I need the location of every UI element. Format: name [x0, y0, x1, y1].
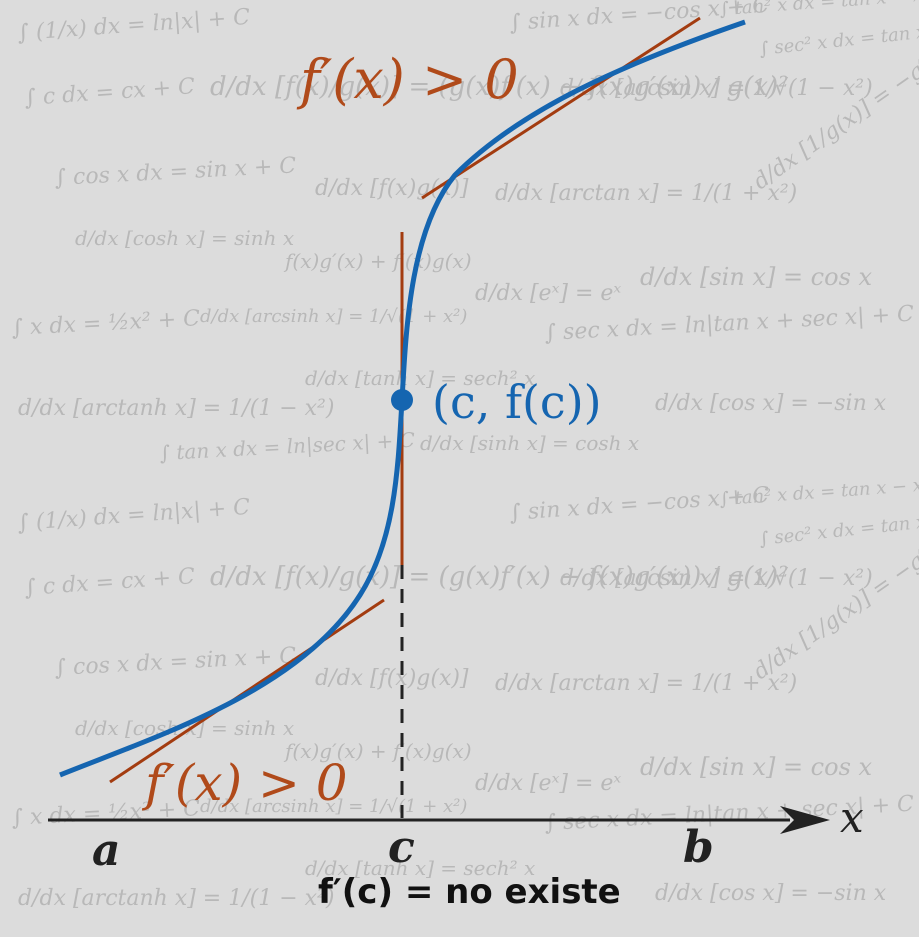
background-formula: d/dx [arctanh x] = 1/(1 − x²)	[18, 886, 334, 911]
background-formula: d/dx [arctan x] = 1/(1 + x²)	[495, 181, 797, 206]
background-formula: d/dx [f(x)g(x)]	[315, 666, 469, 691]
background-formula: ∫ c dx = cx + C	[24, 564, 196, 601]
background-formula: f(x)g′(x) + f′(x)g(x)	[283, 249, 472, 273]
background-formula: ∫ sec x dx = ln|tan x + sec x| + C	[544, 302, 915, 346]
tick-label-c: c	[388, 822, 415, 873]
background-formula: d/dx [f(x)/g(x)] = (g(x)f′(x) − f(x)g′(x…	[210, 72, 789, 102]
point-c-fc	[391, 389, 413, 411]
point-label: (c, f(c))	[432, 375, 602, 429]
background-formula: d/dx [sin x] = cos x	[640, 263, 873, 291]
background-formula: ∫ x dx = ½x² + C	[11, 306, 201, 341]
background-formula: ∫ tan x dx = ln|sec x| + C	[159, 428, 416, 466]
background-formula: ∫ tan² x dx = tan x − x + C	[719, 472, 919, 510]
x-axis-label: x	[840, 793, 864, 842]
background-formula: ∫ sec² x dx = tan x + C	[758, 17, 919, 60]
tick-label-a: a	[92, 825, 121, 876]
background-formula: d/dx [cosh x] = sinh x	[75, 716, 294, 740]
background-formula: ∫ (1/x) dx = ln|x| + C	[17, 5, 251, 46]
background-formula: d/dx [tanh x] = sech² x	[305, 366, 535, 390]
background-formula: d/dx [eˣ] = eˣ	[475, 281, 621, 306]
background-formula: d/dx [arcsin x] = 1/√(1 − x²)	[560, 76, 873, 101]
tick-label-b: b	[683, 822, 714, 873]
background-formula: f(x)g′(x) + f′(x)g(x)	[283, 739, 472, 763]
background-formula: d/dx [eˣ] = eˣ	[475, 771, 621, 796]
top-condition-label: f′(x) > 0	[296, 48, 519, 111]
background-formula: ∫ sec² x dx = tan x + C	[758, 507, 919, 550]
background-formula: d/dx [arctanh x] = 1/(1 − x²)	[18, 396, 334, 421]
background-formula: d/dx [sin x] = cos x	[640, 753, 873, 781]
background-formula: d/dx [cos x] = −sin x	[655, 881, 887, 906]
background-formula: ∫ tan² x dx = tan x − x + C	[719, 0, 919, 20]
background-formula: ∫ cos x dx = sin x + C	[54, 153, 297, 191]
background-formula: ∫ cos x dx = sin x + C	[54, 643, 297, 681]
background-formula: d/dx [arcsinh x] = 1/√(1 + x²)	[200, 306, 467, 327]
background-formula: ∫ c dx = cx + C	[24, 74, 196, 111]
bottom-condition-label: f′(x) > 0	[141, 754, 348, 812]
x-axis-arrowhead	[780, 806, 830, 834]
background-formula: d/dx [f(x)/g(x)] = (g(x)f′(x) − f(x)g′(x…	[210, 562, 789, 592]
background-formula: ∫ (1/x) dx = ln|x| + C	[17, 495, 251, 536]
background-formula: d/dx [cosh x] = sinh x	[75, 226, 294, 250]
caption-derivative: f′(c) = no existe	[318, 872, 621, 912]
background-formula: d/dx [arctan x] = 1/(1 + x²)	[495, 671, 797, 696]
tangent-line-top	[421, 16, 701, 200]
background-formula: d/dx [arcsin x] = 1/√(1 − x²)	[560, 566, 873, 591]
background-formula: d/dx [cos x] = −sin x	[655, 391, 887, 416]
background-formula: d/dx [sinh x] = cosh x	[420, 431, 639, 455]
background-formula: d/dx [tanh x] = sech² x	[305, 856, 535, 880]
